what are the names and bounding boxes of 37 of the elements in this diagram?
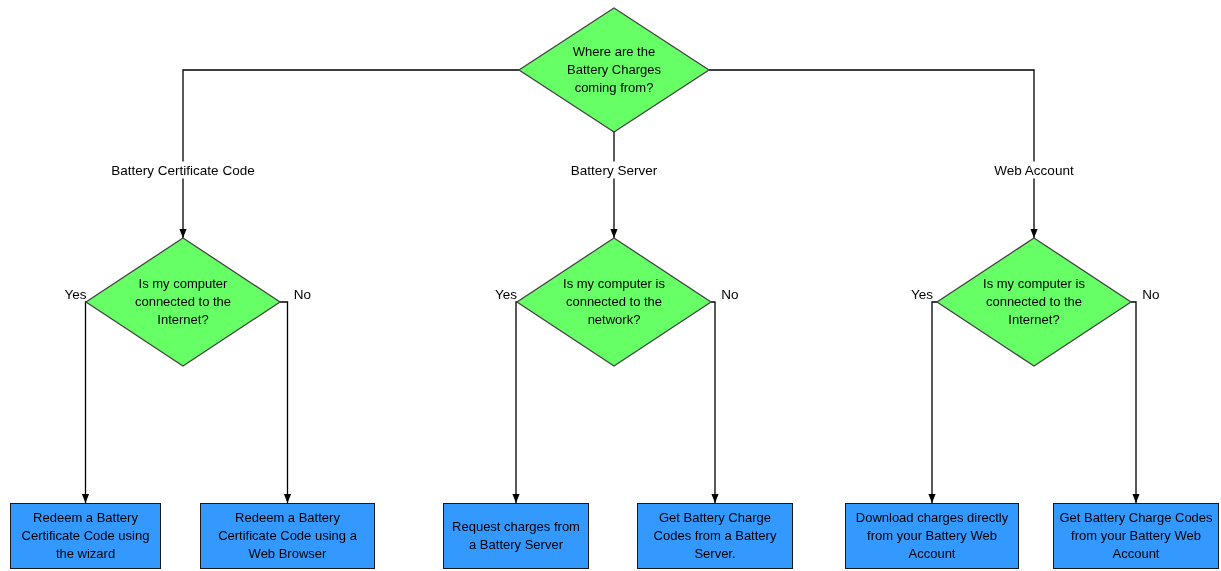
decision-diamond [517, 238, 711, 366]
process-text: Get Battery Charge Codes from your Battery Web Account [1058, 509, 1214, 563]
process-text: Redeem a Battery Certificate Code using the wizard [20, 509, 151, 563]
process-box [845, 503, 1019, 569]
arrow [81, 301, 90, 504]
decision-text: Is my computer is connected to the network? [562, 275, 666, 329]
arrow [512, 301, 520, 504]
process-text: Download charges directly from your Battery Web Account [854, 509, 1010, 563]
process-box [443, 503, 589, 569]
edge-label: Web Account [992, 161, 1076, 179]
decision-diamond [519, 8, 709, 132]
edge-label: Battery Certificate Code [109, 161, 257, 179]
arrow [279, 301, 292, 504]
process-box [637, 503, 793, 569]
decision-diamond [86, 238, 280, 366]
process-text: Get Battery Charge Codes from a Battery Server. [652, 509, 778, 563]
edge-label: No [720, 285, 740, 303]
arrow [179, 69, 520, 239]
arrow [710, 301, 719, 504]
process-box [10, 503, 161, 569]
arrow [1130, 301, 1140, 504]
process-text: Redeem a Battery Certificate Code using a Web Browser [217, 509, 358, 563]
edge-label: No [1141, 285, 1161, 303]
edge-label: Battery Server [568, 161, 660, 179]
edge-label: No [292, 285, 313, 303]
decision-text: Is my computer is connected to the Internet? [982, 275, 1086, 329]
edge-label: Yes [494, 285, 518, 303]
edge-label: Yes [910, 285, 934, 303]
edge-label: Yes [63, 285, 88, 303]
decision-diamond [937, 238, 1131, 366]
arrow [708, 69, 1038, 239]
decision-text: Where are the Battery Charges coming from? [566, 43, 662, 97]
decision-text: Is my computer connected to the Internet? [133, 275, 233, 329]
process-box [200, 503, 375, 569]
process-text: Request charges from a Battery Server [451, 518, 581, 554]
arrow [928, 301, 938, 504]
process-box [1053, 503, 1219, 569]
